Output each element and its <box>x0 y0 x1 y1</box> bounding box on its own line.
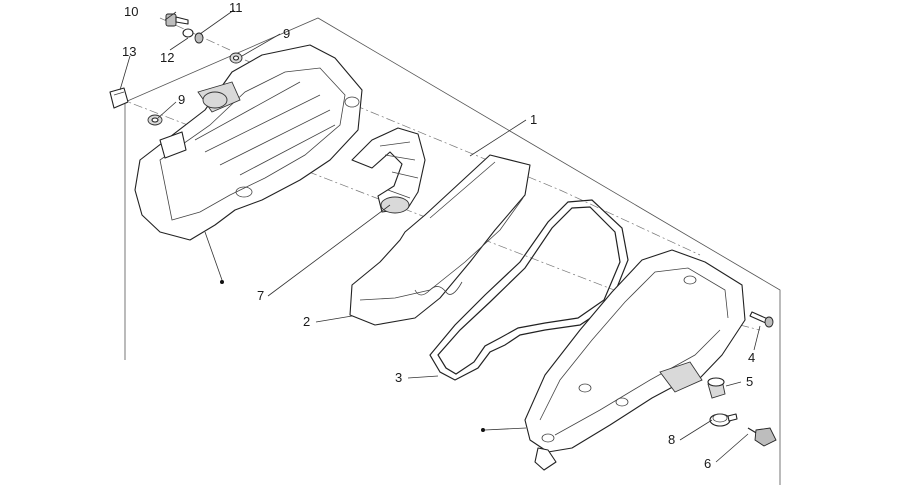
cover-screw <box>749 311 774 328</box>
callout-12: 12 <box>160 50 174 65</box>
callout-10: 10 <box>124 4 138 19</box>
assembly-axis-upper <box>244 59 701 256</box>
assembly-frame <box>124 17 781 485</box>
air-filter-housing <box>134 44 363 241</box>
grommet-upper <box>229 52 243 64</box>
housing-gasket <box>429 199 629 381</box>
reference-dot-housing <box>220 280 224 284</box>
callout-4: 4 <box>748 350 755 365</box>
callout-9-upper: 9 <box>283 26 290 41</box>
callout-13: 13 <box>122 44 136 59</box>
knob-screw <box>747 427 777 447</box>
drain-cap <box>707 377 726 399</box>
intake-sleeve <box>351 127 426 214</box>
callout-3: 3 <box>395 370 402 385</box>
callout-11: 11 <box>229 0 243 15</box>
filter-element <box>349 154 531 326</box>
callout-6: 6 <box>704 456 711 471</box>
callout-9-lower: 9 <box>178 92 185 107</box>
leader-lines <box>119 9 761 463</box>
callout-labels: 10 11 12 13 9 9 1 7 2 3 4 5 8 6 <box>122 0 755 471</box>
callout-8: 8 <box>668 432 675 447</box>
air-filter-cover <box>524 249 746 471</box>
callout-5: 5 <box>746 374 753 389</box>
callout-7: 7 <box>257 288 264 303</box>
hose-clamp <box>709 413 738 427</box>
reference-dot-cover <box>481 428 485 432</box>
screw-washer-set <box>165 13 204 44</box>
callout-1: 1 <box>530 112 537 127</box>
callout-2: 2 <box>303 314 310 329</box>
spring-clip <box>109 87 129 109</box>
